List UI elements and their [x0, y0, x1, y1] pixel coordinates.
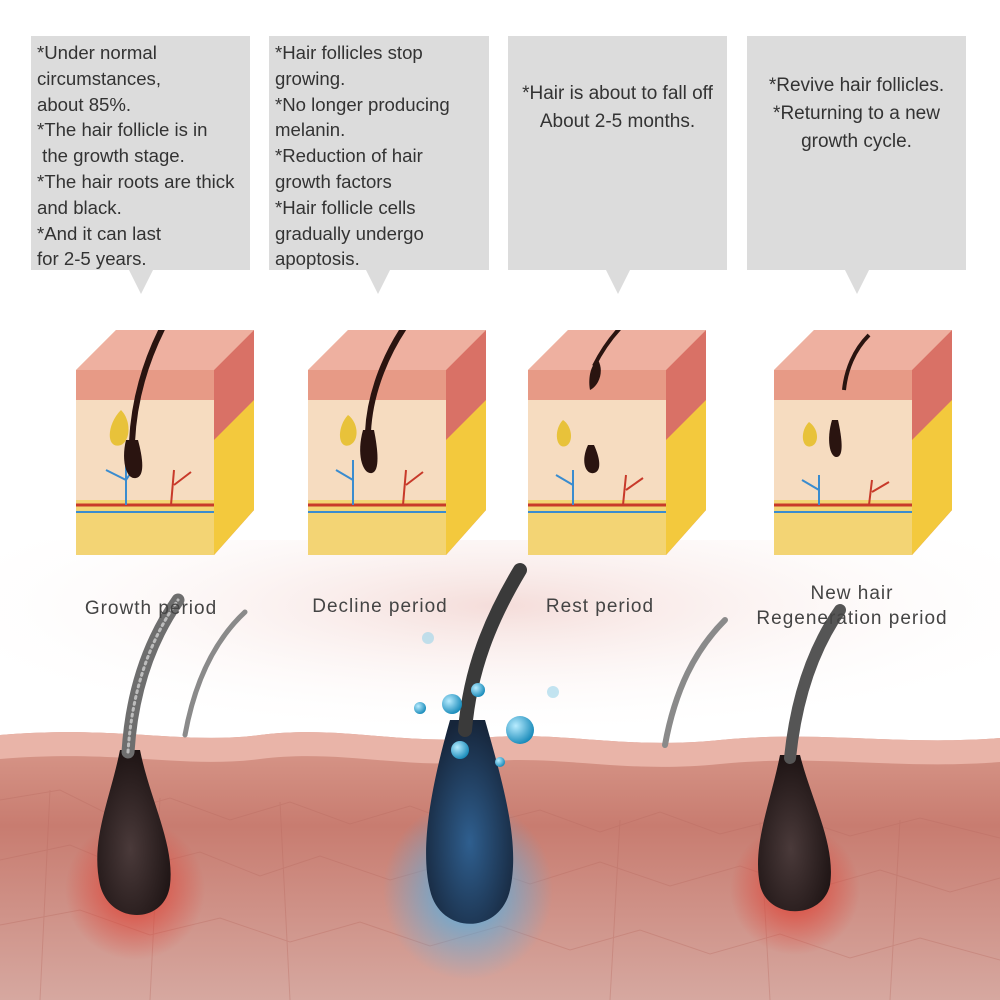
description-line: About 2-5 months.	[539, 111, 696, 132]
description-line: growing.	[275, 67, 346, 89]
description-line: *Under normal	[37, 42, 157, 63]
description-line: about 85%.	[37, 93, 132, 115]
description-line: growth cycle.	[801, 131, 912, 152]
description-line: *Hair is about to fall off	[522, 83, 713, 104]
description-line: *The hair follicle is in	[37, 119, 208, 141]
description-line: *Hair follicles stop	[275, 42, 423, 63]
water-droplet-icon	[414, 632, 559, 767]
period-label-line: Regeneration period	[756, 608, 948, 629]
description-line: the growth stage.	[37, 145, 185, 167]
description-line: circumstances,	[37, 67, 161, 89]
period-label-line: New hair	[810, 583, 894, 604]
description-line: *Returning to a new	[773, 103, 940, 124]
description-line: melanin.	[275, 119, 346, 141]
bubble-tail	[845, 270, 869, 294]
description-line: *No longer producing	[275, 93, 450, 115]
description-line: and black.	[37, 196, 122, 218]
bubble-tail	[606, 270, 630, 294]
scalp-cross-section-illustration	[0, 540, 1000, 1000]
description-line: *And it can last	[37, 222, 162, 244]
regeneration-description-bubble: *Revive hair follicles. *Returning to a …	[747, 36, 966, 294]
description-line: *The hair roots are thick	[37, 170, 235, 192]
description-line: gradually undergo	[275, 222, 424, 244]
period-label-line: Growth period	[84, 598, 218, 619]
period-label-line: Decline period	[312, 596, 448, 617]
regeneration-follicle-illustration	[774, 330, 952, 555]
decline-description-bubble: *Hair follicles stop growing. *No longer…	[269, 36, 489, 294]
period-label-line: Rest period	[545, 596, 655, 617]
growth-follicle-illustration	[76, 330, 254, 555]
regeneration-period-label: New hair Regeneration period	[735, 581, 969, 631]
rest-description-bubble: *Hair is about to fall off About 2-5 mon…	[508, 36, 727, 294]
description-line: *Revive hair follicles.	[768, 75, 945, 96]
description-line: *Hair follicle cells	[275, 196, 416, 218]
bubble-tail	[366, 270, 390, 294]
growth-period-label: Growth period	[68, 596, 234, 621]
growth-description-bubble: *Under normal circumstances, about 85%. …	[31, 36, 250, 294]
decline-period-label: Decline period	[292, 594, 468, 619]
bubble-tail	[129, 270, 153, 294]
description-line: growth factors	[275, 170, 392, 192]
description-line: apoptosis.	[275, 248, 360, 270]
rest-follicle-illustration	[528, 330, 706, 555]
description-line: for 2-5 years.	[37, 248, 147, 270]
description-line: *Reduction of hair	[275, 145, 423, 167]
decline-follicle-illustration	[308, 330, 486, 555]
rest-period-label: Rest period	[522, 594, 678, 619]
